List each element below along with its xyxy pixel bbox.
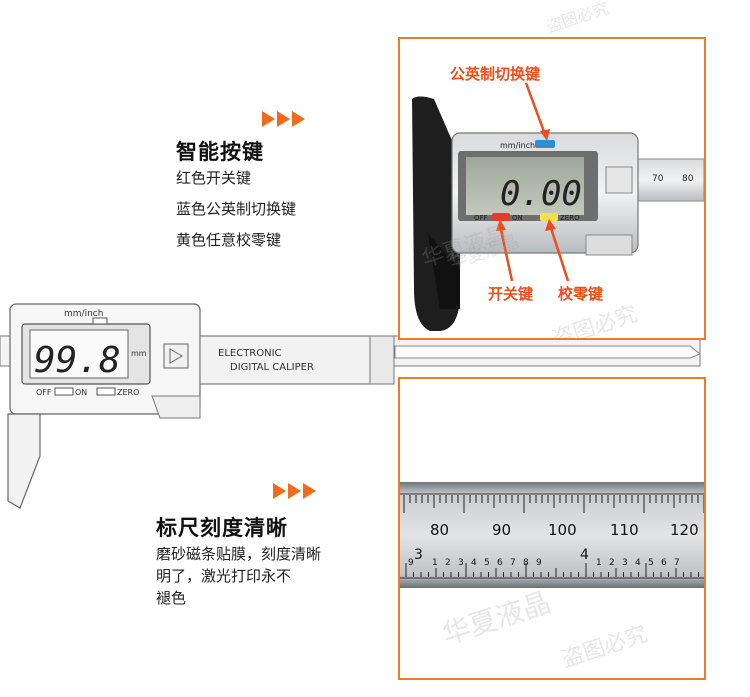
feature-line: 磨砂磁条贴膜，刻度清晰 bbox=[156, 545, 322, 563]
caliper-head-photo: mm/inch 0.00 OFF ON ZERO 70 80 bbox=[412, 82, 704, 331]
inch-subdigit: 2 bbox=[609, 558, 615, 568]
feature-line: 褪色 bbox=[156, 589, 187, 607]
zero-label: ZERO bbox=[560, 214, 580, 222]
scale-number: 90 bbox=[492, 521, 511, 539]
feature-line: 红色开关键 bbox=[176, 169, 252, 187]
zero-button[interactable] bbox=[540, 213, 558, 221]
arrow-marker-bottom bbox=[273, 483, 316, 499]
callout-power: 开关键 bbox=[488, 285, 534, 303]
lcd-unit: mm bbox=[131, 349, 147, 358]
inch-subdigit: 1 bbox=[596, 558, 602, 568]
inch-subdigit: 9 bbox=[536, 558, 542, 568]
inch-subdigit: 4 bbox=[471, 558, 477, 568]
inch-subdigit: 9 bbox=[408, 558, 414, 568]
zero-label: ZERO bbox=[117, 388, 139, 397]
section-title-buttons: 智能按键 bbox=[176, 140, 264, 164]
feature-line: 明了，激光打印永不 bbox=[156, 567, 292, 585]
inch-subdigit: 7 bbox=[510, 558, 516, 568]
inch-subdigit: 3 bbox=[458, 558, 464, 568]
inch-subdigit: 6 bbox=[497, 558, 503, 568]
scale-number: 120 bbox=[670, 521, 699, 539]
buttons-detail-panel: mm/inch 0.00 OFF ON ZERO 70 80 公英制切换键 开关… bbox=[398, 37, 706, 340]
inch-subdigit: 6 bbox=[661, 558, 667, 568]
lcd-reading: 99.8 bbox=[34, 340, 121, 381]
callout-unit-toggle: 公英制切换键 bbox=[450, 65, 541, 83]
scale-number: 70 bbox=[652, 174, 664, 184]
arrow-icon bbox=[288, 483, 301, 499]
arrow-icon bbox=[292, 111, 305, 127]
off-label: OFF bbox=[474, 214, 488, 222]
feature-paragraph: 磨砂磁条贴膜，刻度清晰 明了，激光打印永不 褪色 bbox=[156, 543, 361, 609]
unit-toggle-label: mm/inch bbox=[500, 141, 535, 150]
scale-ticks bbox=[403, 495, 704, 577]
on-label: ON bbox=[75, 388, 87, 397]
brand-line-1: ELECTRONIC bbox=[218, 348, 282, 359]
inch-subdigit: 2 bbox=[445, 558, 451, 568]
inch-subdigit: 7 bbox=[674, 558, 680, 568]
arrow-icon bbox=[273, 483, 286, 499]
arrow-icon bbox=[303, 483, 316, 499]
inch-mark: 4 bbox=[580, 547, 589, 563]
arrow-icon bbox=[262, 111, 275, 127]
inch-subdigit: 5 bbox=[648, 558, 654, 568]
scale-number: 80 bbox=[430, 521, 449, 539]
inch-subdigit: 4 bbox=[635, 558, 641, 568]
off-label: OFF bbox=[36, 388, 52, 397]
unit-toggle-label: mm/inch bbox=[64, 309, 103, 319]
inch-subdigit: 3 bbox=[622, 558, 628, 568]
inch-subdigit: 5 bbox=[484, 558, 490, 568]
scale-number: 100 bbox=[548, 521, 577, 539]
inch-mark: 3 bbox=[414, 547, 423, 563]
power-button[interactable] bbox=[492, 213, 510, 221]
scale-number: 80 bbox=[682, 174, 694, 184]
inch-subdigit: 8 bbox=[523, 558, 529, 568]
feature-line: 蓝色公英制切换键 bbox=[176, 200, 297, 218]
feature-line: 黄色任意校零键 bbox=[176, 231, 282, 249]
inch-subdigit: 1 bbox=[432, 558, 438, 568]
on-label: ON bbox=[512, 214, 523, 222]
arrow-icon bbox=[277, 111, 290, 127]
section-title-scale: 标尺刻度清晰 bbox=[156, 516, 288, 540]
brand-line-2: DIGITAL CALIPER bbox=[230, 362, 314, 373]
callout-zero: 校零键 bbox=[558, 285, 604, 303]
arrow-marker-top bbox=[262, 111, 305, 127]
unit-toggle-button[interactable] bbox=[535, 140, 555, 148]
lcd-reading: 0.00 bbox=[500, 174, 582, 214]
caliper-illustration: mm/inch 99.8 mm OFF ON ZERO ELECTRONIC D… bbox=[0, 303, 701, 509]
watermark: 盗图必究 bbox=[544, 0, 611, 37]
scale-number: 110 bbox=[610, 521, 639, 539]
